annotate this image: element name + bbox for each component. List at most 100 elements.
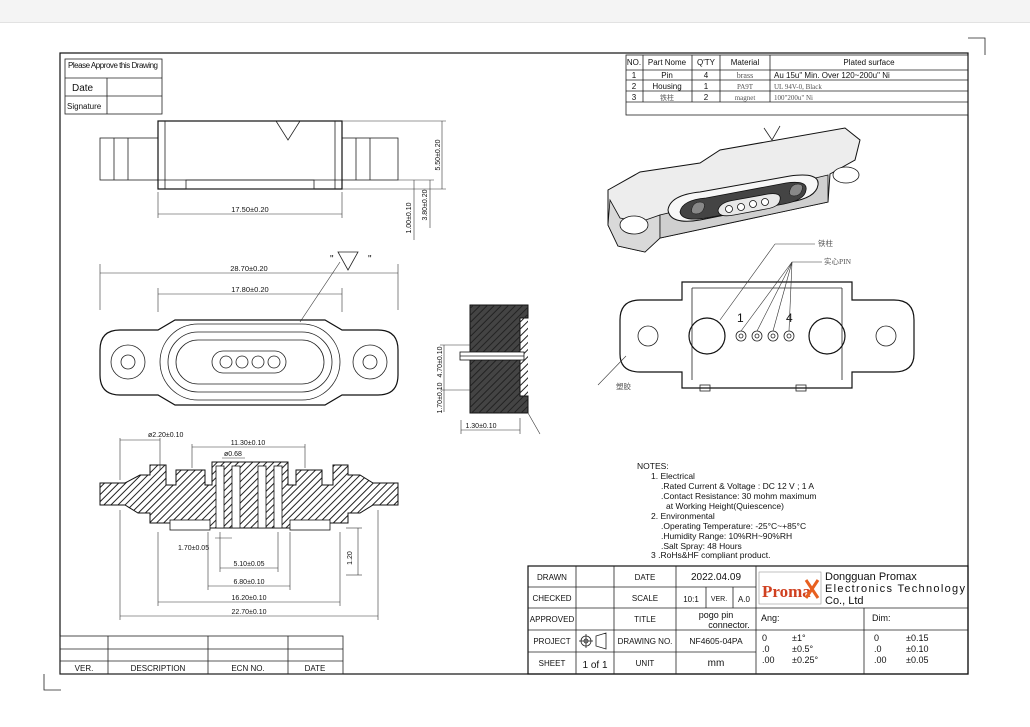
- tb-title-value-2: connector.: [708, 620, 750, 630]
- bom-cell: 铁柱: [660, 93, 674, 102]
- bom-header-material: Material: [731, 58, 760, 67]
- tol-cell: ±0.15: [906, 633, 928, 643]
- isometric-view: [607, 125, 861, 253]
- logo-text: Proma: [762, 582, 811, 601]
- bom-cell: magnet: [735, 94, 756, 102]
- tb-title-label: TITLE: [634, 615, 656, 624]
- rev-description-header: DESCRIPTION: [131, 664, 186, 673]
- dim-front-inner: 17.80±0.20: [231, 285, 268, 294]
- tb-date-label: DATE: [635, 573, 656, 582]
- tb-unit-value: mm: [708, 658, 725, 669]
- note-line: 2. Environmental: [651, 511, 715, 521]
- dim-top-d2: 3.80±0.20: [422, 189, 429, 220]
- dim-sec-d: 16.20±0.10: [232, 595, 267, 602]
- bom-cell: 1: [704, 82, 709, 91]
- note-line: .Humidity Range: 10%RH~90%RH: [661, 531, 792, 541]
- dim-sec-pitch: 11.30±0.10: [231, 440, 266, 447]
- tb-scale-label: SCALE: [632, 594, 658, 603]
- bom-cell: 2: [632, 82, 637, 91]
- rev-date-header: DATE: [305, 664, 326, 673]
- bom-header-qty: Q'TY: [697, 58, 716, 67]
- sheet-border: [59, 52, 969, 675]
- tol-cell: .0: [762, 644, 770, 654]
- callout-iron-post: 铁柱: [818, 238, 833, 248]
- tol-cell: ±0.05: [906, 655, 928, 665]
- title-block: DRAWN CHECKED APPROVED PROJECT SHEET DAT…: [527, 565, 969, 675]
- tb-unit-label: UNIT: [636, 659, 655, 668]
- tb-title-value-1: pogo pin: [699, 610, 734, 620]
- dim-sec-b: 5.10±0.05: [233, 561, 264, 568]
- callout-plastic: 塑胶: [616, 381, 631, 391]
- bom-cell: 1: [632, 71, 637, 80]
- callout-solid-pin: 实心PIN: [824, 256, 852, 266]
- dim-top-d1: 1.00±0.10: [406, 202, 413, 233]
- bom-cell: Au 15u" Min. Over 120~200u" Ni: [774, 71, 890, 80]
- viewer-toolbar: [0, 0, 1030, 23]
- dim-top-height: 5.50±0.20: [435, 139, 442, 170]
- note-line: .Salt Spray: 48 Hours: [661, 541, 742, 551]
- bom-header-plated: Plated surface: [843, 58, 895, 67]
- bom-cell: UL 94V-0, Black: [774, 83, 822, 91]
- flat-quote-right: ": [368, 254, 372, 265]
- pin-1-label: 1: [737, 311, 744, 325]
- tb-approved-label: APPROVED: [530, 615, 575, 624]
- bom-cell: Pin: [661, 71, 673, 80]
- tol-cell: ±1°: [792, 633, 806, 643]
- tb-date-value: 2022.04.09: [691, 572, 741, 583]
- bom-header-no: NO.: [627, 58, 641, 67]
- tb-sheet-value: 1 of 1: [582, 660, 607, 671]
- bom-cell: Housing: [652, 82, 681, 91]
- company-name-3: Co., Ltd: [825, 595, 864, 607]
- tb-drawing-no-label: DRAWING NO.: [618, 637, 673, 646]
- tb-ang-label: Ang:: [761, 613, 780, 623]
- note-line: .Rated Current & Voltage : DC 12 V ; 1 A: [661, 481, 814, 491]
- note-line: at Working Height(Quiescence): [666, 501, 784, 511]
- bom-cell: brass: [737, 71, 753, 80]
- tb-scale-value: 10:1: [683, 595, 699, 604]
- notes: NOTES: 1. Electrical .Rated Current & Vo…: [637, 461, 816, 560]
- bom-cell: 4: [704, 71, 709, 80]
- pin-face-view: 1 4 铁柱 实心PIN 塑胶: [597, 238, 915, 392]
- bom-cell: 100"200u" Ni: [774, 94, 813, 102]
- rev-ver-header: VER.: [75, 664, 94, 673]
- company-name-2: Electronics Technology: [825, 583, 966, 595]
- flat-quote-left: ": [330, 254, 334, 265]
- tol-cell: ±0.10: [906, 644, 928, 654]
- note-line: 3 .RoHs&HF compliant product.: [651, 550, 771, 560]
- dim-top-width: 17.50±0.20: [231, 205, 268, 214]
- side-view: 4.70±0.10 1.70±0.10 1.30±0.10: [437, 304, 541, 435]
- rev-ecn-header: ECN NO.: [231, 664, 264, 673]
- company-name-1: Dongguan Promax: [825, 571, 917, 583]
- tol-cell: .00: [762, 655, 775, 665]
- tb-drawing-no-value: NF4605-04PA: [689, 636, 743, 646]
- dim-side-h2: 1.70±0.10: [437, 382, 444, 413]
- dim-sec-e: 22.70±0.10: [232, 609, 267, 616]
- revision-table: VER. DESCRIPTION ECN NO. DATE: [59, 635, 344, 675]
- tb-ver-label: VER.: [711, 596, 727, 603]
- flatness-triangle: [337, 251, 359, 271]
- dim-sec-hole: ø2.20±0.10: [148, 432, 183, 439]
- corner-mark-top-right: [968, 37, 986, 55]
- dim-front-overall: 28.70±0.20: [230, 264, 267, 273]
- note-line: 1. Electrical: [651, 471, 695, 481]
- front-view: 28.70±0.20 17.80±0.20 " ": [99, 251, 399, 406]
- tb-checked-label: CHECKED: [532, 594, 571, 603]
- tb-dim-label: Dim:: [872, 613, 891, 623]
- tb-drawn-label: DRAWN: [537, 573, 567, 582]
- approval-date-label: Date: [72, 83, 94, 94]
- tb-project-label: PROJECT: [533, 637, 570, 646]
- tol-cell: .00: [874, 655, 887, 665]
- note-line: NOTES:: [637, 461, 669, 471]
- top-view: 17.50±0.20 5.50±0.20 1.00±0.10 3.80±0.20: [99, 120, 446, 240]
- bom-table: NO. Part Nome Q'TY Material Plated surfa…: [625, 54, 969, 116]
- tb-ver-value: A.0: [738, 595, 751, 604]
- tol-cell: ±0.5°: [792, 644, 813, 654]
- dim-side-w: 1.30±0.10: [465, 423, 496, 430]
- section-view: ø2.20±0.10 11.30±0.10 ø0.68 1.70±0.05 5.…: [99, 432, 399, 620]
- tol-cell: 0: [874, 633, 879, 643]
- bom-cell: 3: [632, 93, 637, 102]
- approval-box: Please Approve this Drawing Date Signatu…: [64, 58, 163, 115]
- dim-sec-c: 6.80±0.10: [233, 579, 264, 586]
- tol-cell: .0: [874, 644, 882, 654]
